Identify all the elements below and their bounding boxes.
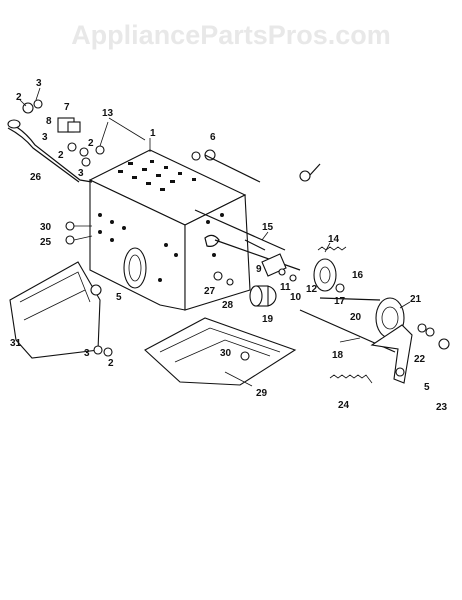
callout-2: 2 [16, 92, 22, 103]
callout-3: 3 [42, 132, 48, 143]
callout-21: 21 [410, 294, 422, 305]
callout-23: 23 [436, 402, 448, 413]
callout-12: 12 [306, 284, 318, 295]
callout-18: 18 [332, 350, 344, 361]
callout-22: 22 [414, 354, 426, 365]
callout-25: 25 [40, 237, 52, 248]
callout-7: 7 [64, 102, 70, 113]
callout-26: 26 [30, 172, 42, 183]
side-shroud [9, 261, 101, 359]
callout-5: 5 [116, 292, 122, 303]
callout-10: 10 [290, 292, 302, 303]
callout-27: 27 [204, 286, 216, 297]
callout-5: 5 [424, 382, 430, 393]
hardware-upper-right [191, 149, 321, 183]
callout-15: 15 [262, 222, 274, 233]
callout-3: 3 [84, 348, 90, 359]
hardware-lower-left [90, 284, 113, 357]
callout-11: 11 [280, 282, 291, 293]
callout-29: 29 [256, 388, 268, 399]
base-plate [144, 317, 297, 386]
frame-housing [88, 149, 251, 311]
shift-rod [7, 119, 93, 183]
callout-9: 9 [256, 264, 262, 275]
watermark-text: AppliancePartsPros.com [71, 20, 391, 50]
callout-19: 19 [262, 314, 274, 325]
callout-6: 6 [210, 132, 216, 143]
callout-1: 1 [150, 128, 156, 139]
callout-2: 2 [88, 138, 94, 149]
callout-labels: 1 2 3 7 8 3 2 2 13 3 26 6 30 25 5 31 3 2… [10, 78, 448, 413]
callout-30: 30 [40, 222, 52, 233]
callout-20: 20 [350, 312, 362, 323]
callout-24: 24 [338, 400, 350, 411]
callout-17: 17 [334, 296, 346, 307]
callout-31: 31 [10, 338, 22, 349]
callout-2: 2 [108, 358, 114, 369]
hardware-left [65, 221, 93, 245]
callout-3: 3 [78, 168, 84, 179]
drive-assembly [194, 209, 450, 384]
leader-lines [19, 87, 411, 387]
callout-13: 13 [102, 108, 114, 119]
callout-30: 30 [220, 348, 232, 359]
callout-16: 16 [352, 270, 364, 281]
callout-8: 8 [46, 116, 52, 127]
callout-28: 28 [222, 300, 234, 311]
callout-14: 14 [328, 234, 340, 245]
callout-3: 3 [36, 78, 42, 89]
callout-2: 2 [58, 150, 64, 161]
